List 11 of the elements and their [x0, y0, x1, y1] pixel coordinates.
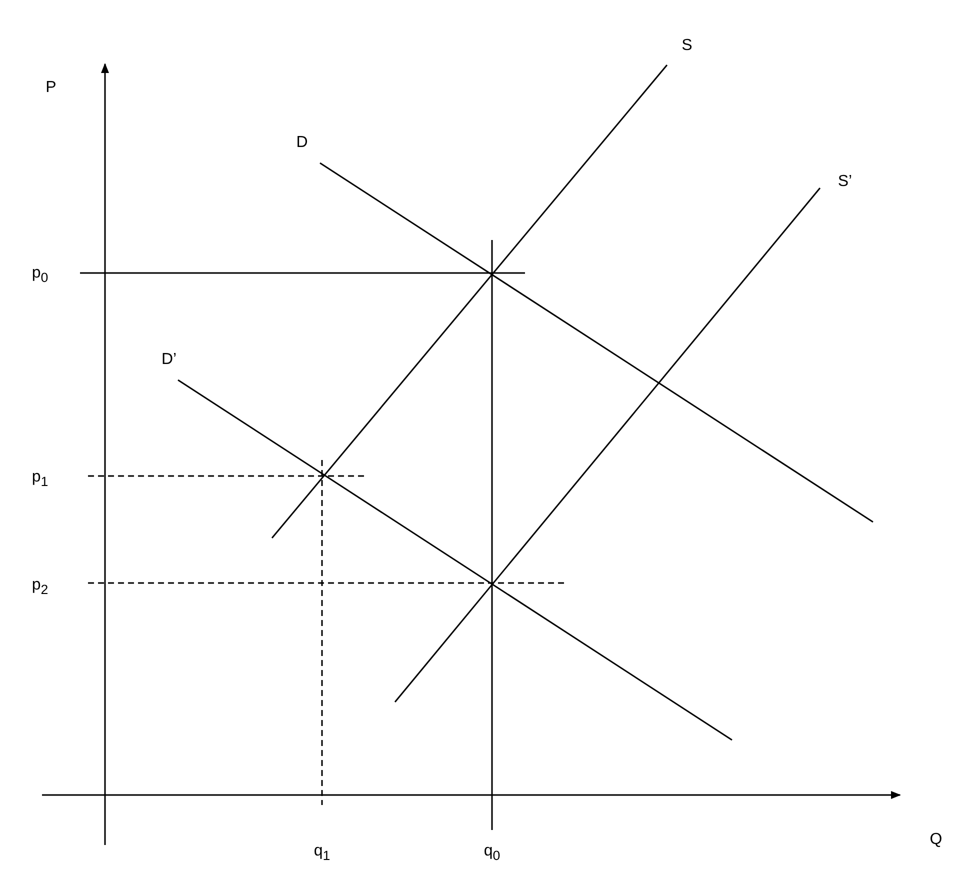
- tick-label: q$_{0}$: [484, 844, 500, 862]
- curve-label: D’: [161, 352, 177, 368]
- tick-label: p$_{2}$: [32, 578, 48, 596]
- axis-label: P: [46, 80, 56, 96]
- curve-label: D: [296, 135, 308, 151]
- tick-label: q$_{1}$: [314, 844, 330, 862]
- curve-label: S: [682, 38, 692, 54]
- tick-label: p$_{0}$: [32, 266, 48, 284]
- axis-label: Q: [930, 832, 942, 848]
- curve-label: S’: [838, 174, 852, 190]
- tick-label: p$_{1}$: [32, 470, 48, 488]
